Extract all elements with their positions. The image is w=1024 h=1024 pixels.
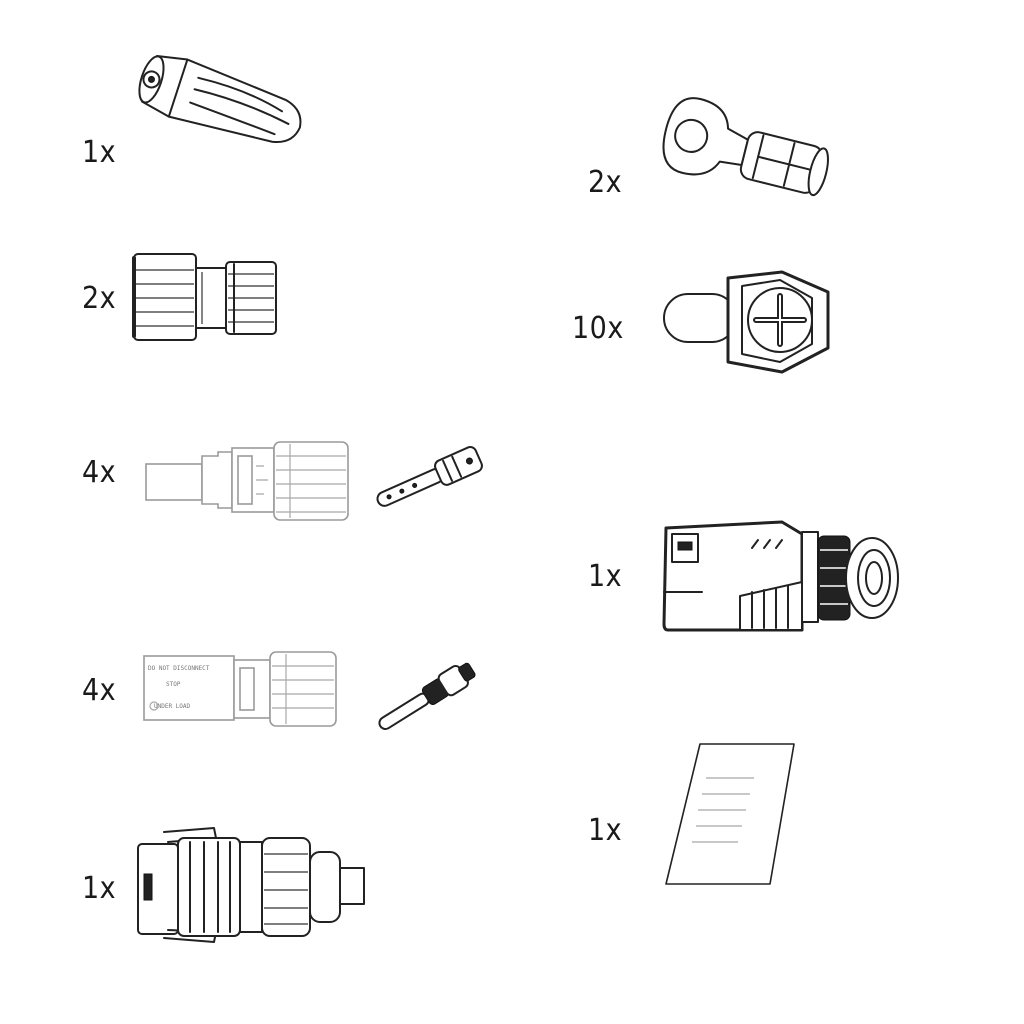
quantity-label: 2x bbox=[82, 281, 117, 316]
pv-connector-male-with-pin-icon: DO NOT DISCONNECT STOP UNDER LOAD bbox=[140, 646, 480, 756]
quantity-label: 10x bbox=[572, 311, 624, 346]
screwdriver-tool-icon bbox=[130, 54, 310, 158]
connector-warning-line1: DO NOT DISCONNECT bbox=[148, 665, 210, 672]
ring-terminal-icon bbox=[656, 97, 836, 224]
quantity-label: 4x bbox=[82, 455, 117, 490]
quantity-label: 1x bbox=[588, 559, 623, 594]
combination-screw-icon bbox=[662, 264, 842, 384]
ac-connector-icon bbox=[134, 826, 374, 946]
quantity-label: 1x bbox=[82, 135, 117, 170]
communication-connector-icon bbox=[662, 512, 922, 642]
quantity-label: 1x bbox=[588, 813, 623, 848]
connector-warning-line3: UNDER LOAD bbox=[154, 703, 191, 710]
pv-connector-female-with-pin-icon bbox=[140, 436, 500, 546]
quantity-label: 4x bbox=[82, 673, 117, 708]
connector-warning-line2: STOP bbox=[166, 681, 181, 688]
document-icon bbox=[662, 740, 802, 890]
quantity-label: 1x bbox=[82, 871, 117, 906]
cable-gland-icon bbox=[132, 250, 282, 346]
quantity-label: 2x bbox=[588, 165, 623, 200]
